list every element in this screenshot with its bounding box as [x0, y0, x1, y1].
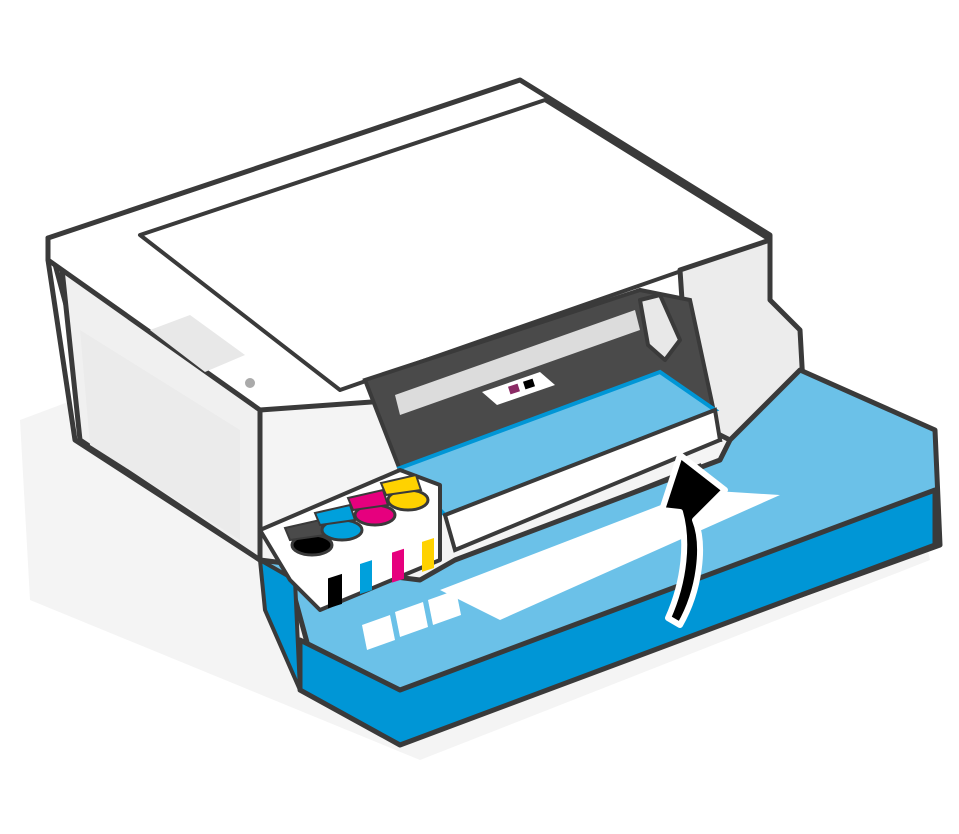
control-panel: [150, 315, 245, 372]
ink-window-yellow: [422, 537, 434, 572]
ink-cap-yellow: [379, 473, 430, 512]
ink-window-cyan: [360, 560, 372, 595]
power-button: [245, 378, 255, 388]
ink-window-magenta: [392, 548, 404, 583]
ink-cap-cyan: [313, 503, 364, 542]
arrow-up-icon: [659, 452, 728, 628]
ink-window-black: [328, 573, 342, 609]
ink-cap-magenta: [346, 488, 397, 527]
carriage-latch: [638, 293, 682, 362]
